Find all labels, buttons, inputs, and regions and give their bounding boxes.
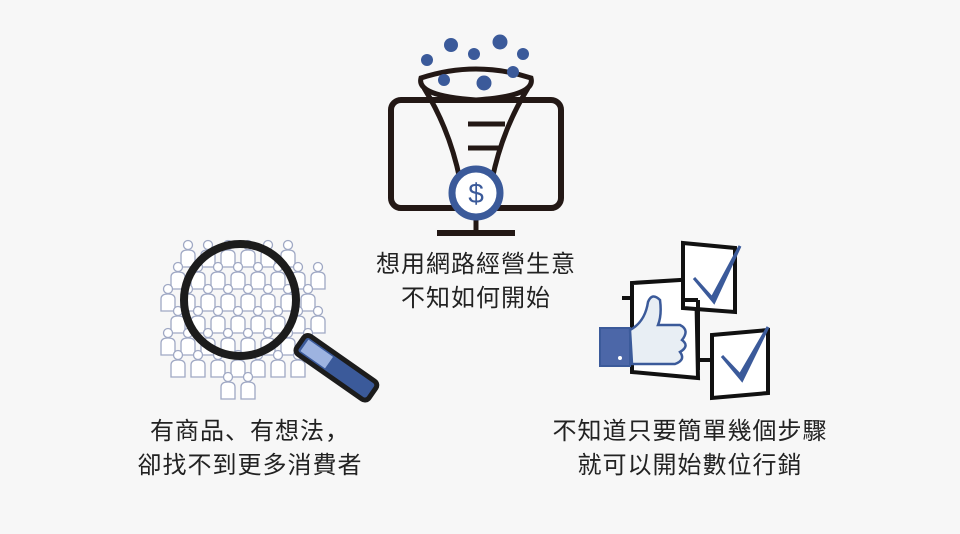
right-caption: 不知道只要簡單幾個步驟 就可以開始數位行銷 xyxy=(490,414,890,482)
person-figure xyxy=(310,261,326,290)
center-caption: 想用網路經營生意 不知如何開始 xyxy=(326,247,626,315)
person-figure xyxy=(230,261,246,290)
person-figure xyxy=(200,283,216,312)
center-caption-line1: 想用網路經營生意 xyxy=(376,250,576,278)
coin-dots xyxy=(421,34,529,91)
person-figure xyxy=(260,283,276,312)
person-figure xyxy=(190,349,206,378)
person-figure xyxy=(250,305,266,334)
right-caption-line2: 就可以開始數位行銷 xyxy=(577,451,803,479)
person-figure xyxy=(210,305,226,334)
person-figure xyxy=(180,239,196,268)
person-figure xyxy=(240,327,256,356)
svg-text:$: $ xyxy=(468,178,484,209)
person-figure xyxy=(160,283,176,312)
left-caption-line2: 卻找不到更多消費者 xyxy=(137,451,363,479)
person-figure xyxy=(310,305,326,334)
person-figure xyxy=(270,349,286,378)
left-caption: 有商品、有想法， 卻找不到更多消費者 xyxy=(100,414,400,482)
right-caption-line1: 不知道只要簡單幾個步驟 xyxy=(552,417,828,445)
person-figure xyxy=(170,349,186,378)
person-figure xyxy=(300,283,316,312)
funnel-monitor-icon: $ xyxy=(388,34,564,236)
person-figure xyxy=(170,261,186,290)
person-figure xyxy=(160,327,176,356)
person-figure xyxy=(220,371,236,400)
person-figure xyxy=(220,283,236,312)
person-figure xyxy=(230,305,246,334)
person-figure xyxy=(210,261,226,290)
thumbs-up-checklist-icon xyxy=(599,240,770,401)
person-figure xyxy=(240,371,256,400)
person-figure xyxy=(250,261,266,290)
magnifier-crowd-icon xyxy=(160,239,380,403)
center-caption-line2: 不知如何開始 xyxy=(401,284,551,312)
person-figure xyxy=(270,305,286,334)
person-figure xyxy=(240,283,256,312)
left-caption-line1: 有商品、有想法， xyxy=(150,417,350,445)
dollar-coin-icon: $ xyxy=(448,165,504,221)
